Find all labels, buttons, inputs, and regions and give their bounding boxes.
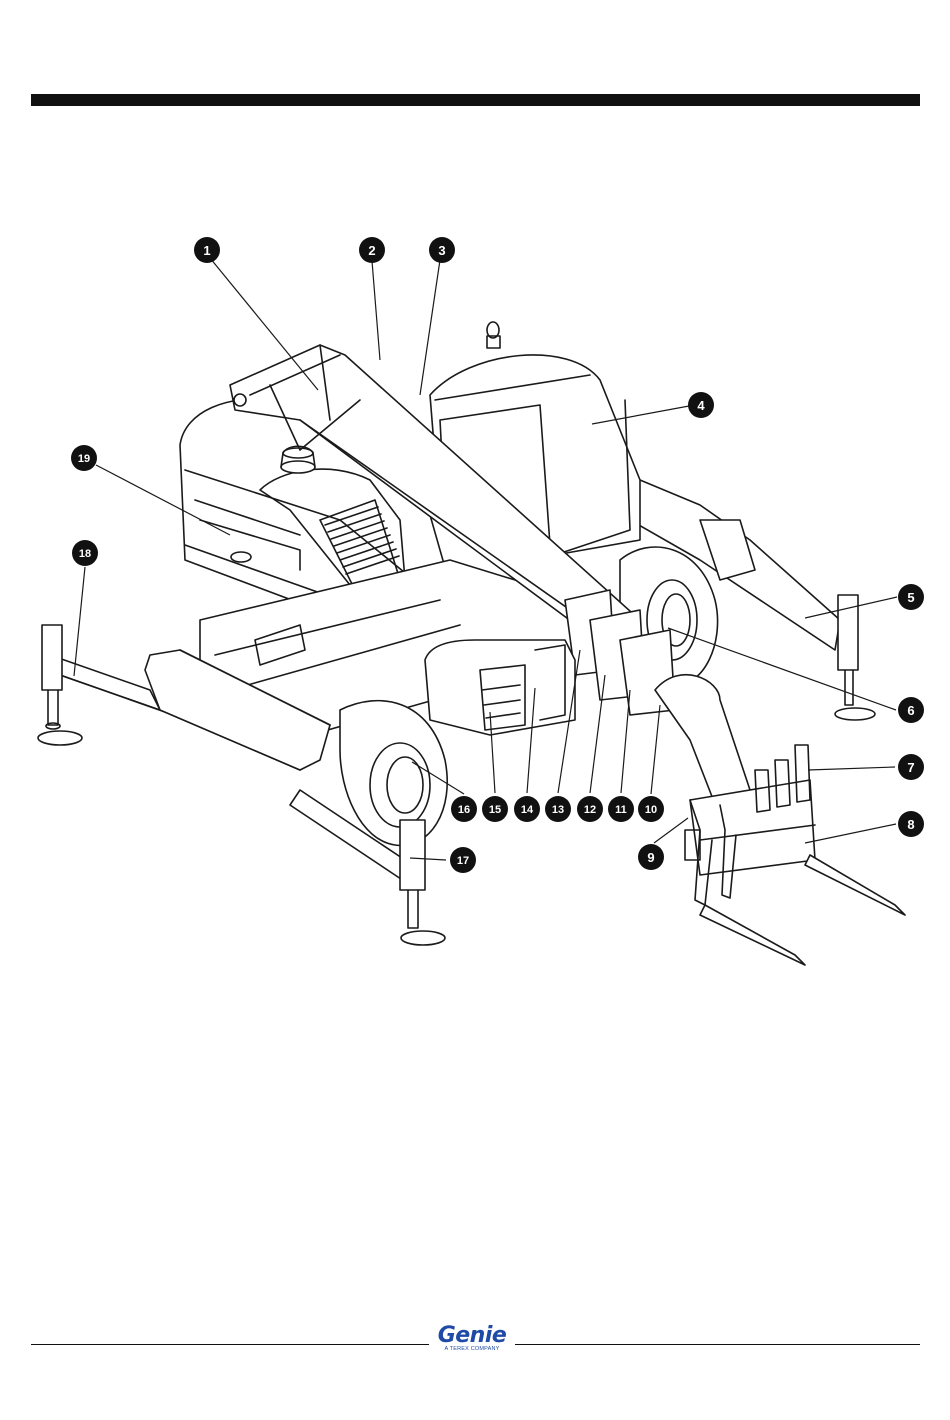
callout-19: 19 — [71, 445, 97, 471]
callout-label: 10 — [645, 804, 657, 816]
callout-9: 9 — [638, 844, 664, 870]
callout-label: 1 — [203, 243, 210, 258]
callout-label: 16 — [458, 804, 470, 816]
callout-label: 2 — [368, 243, 375, 258]
callout-15: 15 — [482, 796, 508, 822]
callout-4: 4 — [688, 392, 714, 418]
callout-13: 13 — [545, 796, 571, 822]
callout-3: 3 — [429, 237, 455, 263]
callout-label: 15 — [489, 804, 501, 816]
callout-17: 17 — [450, 847, 476, 873]
genie-logo: Genie A TEREX COMPANY — [430, 1324, 514, 1352]
callout-5: 5 — [898, 584, 924, 610]
callout-14: 14 — [514, 796, 540, 822]
callout-label: 13 — [552, 804, 564, 816]
callout-6: 6 — [898, 697, 924, 723]
callout-label: 8 — [907, 817, 914, 832]
callout-label: 7 — [907, 760, 914, 775]
callout-label: 9 — [647, 850, 654, 865]
callout-label: 19 — [78, 453, 90, 465]
wheel-front-left — [340, 701, 447, 846]
callout-2: 2 — [359, 237, 385, 263]
footer-rule-left — [31, 1344, 429, 1345]
callout-label: 17 — [457, 855, 469, 867]
callout-1: 1 — [194, 237, 220, 263]
callout-label: 4 — [697, 398, 705, 413]
callout-label: 6 — [907, 703, 914, 718]
footer-rule-right — [515, 1344, 920, 1345]
callout-11: 11 — [608, 796, 634, 822]
callout-8: 8 — [898, 811, 924, 837]
callout-12: 12 — [577, 796, 603, 822]
callout-label: 11 — [615, 804, 627, 816]
callout-label: 5 — [907, 590, 914, 605]
callout-16: 16 — [451, 796, 477, 822]
callout-label: 12 — [584, 804, 596, 816]
callout-18: 18 — [72, 540, 98, 566]
fuel-tank — [425, 640, 575, 735]
callout-10: 10 — [638, 796, 664, 822]
callout-label: 14 — [521, 804, 534, 816]
callout-label: 3 — [438, 243, 445, 258]
callout-7: 7 — [898, 754, 924, 780]
logo-wordmark: Genie — [430, 1324, 514, 1348]
callout-label: 18 — [79, 548, 91, 560]
